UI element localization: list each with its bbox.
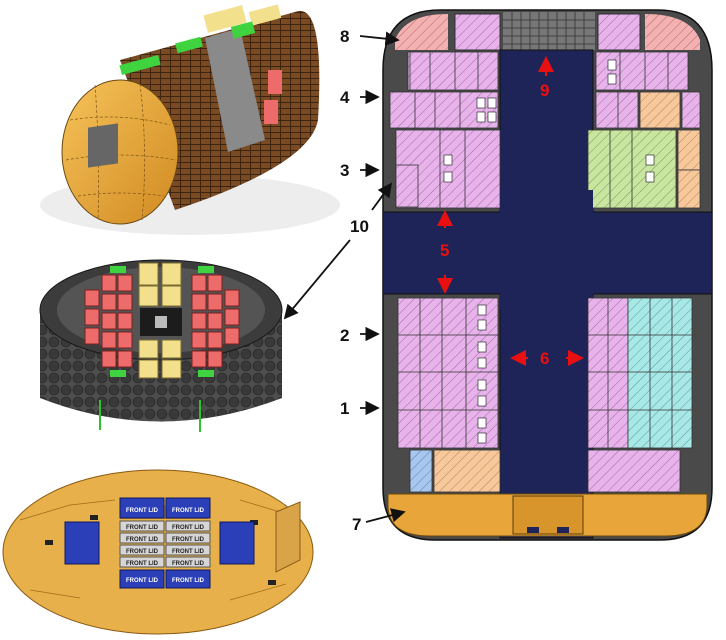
- front-lid-label: FRONT LID: [172, 549, 205, 555]
- front-lid-label: FRONT LID: [172, 508, 205, 514]
- front-lid-label: FRONT LID: [126, 525, 159, 531]
- front-lid-label: FRONT LID: [172, 561, 205, 567]
- label-1: 1: [340, 399, 349, 418]
- section-arrows: [437, 56, 584, 366]
- front-lid-label: FRONT LID: [126, 561, 159, 567]
- floor-disc-3d-view: [39, 259, 283, 432]
- front-lid-label: FRONT LID: [126, 578, 159, 584]
- label-2: 2: [340, 326, 349, 345]
- label-7: 7: [352, 515, 361, 534]
- label-8: 8: [340, 27, 349, 46]
- label-9: 9: [540, 81, 549, 100]
- label-6: 6: [540, 349, 549, 368]
- front-lid-label: FRONT LID: [126, 537, 159, 543]
- label-10: 10: [350, 217, 369, 236]
- label-4: 4: [340, 88, 350, 107]
- front-lid-label: FRONT LID: [126, 549, 159, 555]
- front-lid-label: FRONT LID: [172, 578, 205, 584]
- label-3: 3: [340, 161, 349, 180]
- front-lid-label: FRONT LID: [126, 508, 159, 514]
- front-lid-label: FRONT LID: [172, 525, 205, 531]
- front-lid-label: FRONT LID: [172, 537, 205, 543]
- cylinder-3d-view: [40, 4, 340, 235]
- dome-interior-view: FRONT LID FRONT LID FRONT LID FRONT LID …: [2, 469, 314, 635]
- habitat-cross-section: [382, 9, 713, 541]
- top-hatch-grid: [503, 12, 595, 50]
- annotation-arrows: [283, 31, 406, 523]
- label-5: 5: [440, 241, 449, 260]
- front-lid-boxes: FRONT LID FRONT LID FRONT LID FRONT LID …: [119, 508, 211, 584]
- section-labels: 8 4 3 10 2 1 7 9 5 6: [340, 27, 549, 534]
